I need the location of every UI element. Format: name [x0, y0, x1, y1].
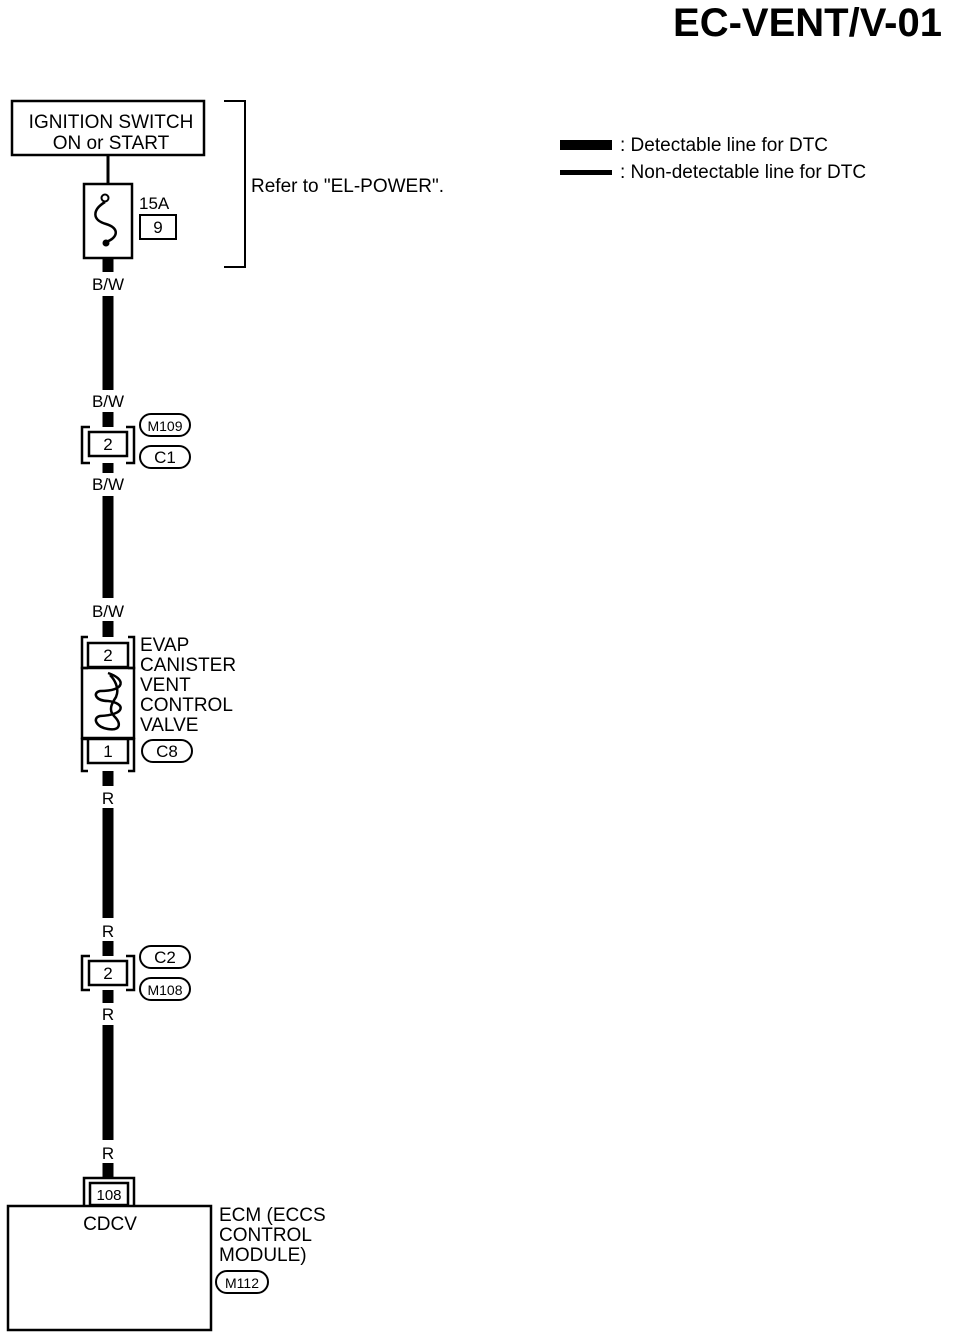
- ecm: 108 CDCV ECM (ECCS CONTROL MODULE) M112: [6, 1176, 326, 1332]
- wire-color-label: B/W: [92, 392, 124, 411]
- wire-color-label: R: [102, 922, 114, 941]
- fuse: 15A 9: [82, 182, 177, 260]
- legend-non-detectable-swatch: [560, 170, 612, 175]
- wire-color-label: B/W: [92, 602, 124, 621]
- valve-name-line: EVAP: [140, 635, 189, 656]
- ecm-box: [6, 1204, 213, 1332]
- connector-lower-code-bottom: M108: [147, 982, 182, 998]
- valve-name-line: CANISTER: [140, 655, 236, 676]
- wire-color-label: B/W: [92, 275, 124, 294]
- refer-bracket: [224, 100, 246, 268]
- ignition-switch-line1: IGNITION SWITCH: [29, 112, 194, 133]
- fuse-element-icon: [94, 200, 117, 244]
- ignition-switch-line2: ON or START: [53, 133, 170, 154]
- connector-upper-pin: 2: [103, 435, 112, 454]
- solenoid-coil-icon: [94, 671, 122, 731]
- ecm-pin: 108: [96, 1187, 121, 1204]
- wire-color-label: R: [102, 789, 114, 808]
- wire-color-label: B/W: [92, 475, 124, 494]
- refer-note: Refer to "EL-POWER".: [251, 176, 444, 197]
- connector-lower-pin: 2: [103, 964, 112, 983]
- ecm-name-line: ECM (ECCS: [219, 1205, 326, 1226]
- valve-pin-top: 2: [103, 646, 112, 665]
- ecm-name-line: CONTROL: [219, 1225, 312, 1246]
- ignition-switch: IGNITION SWITCH ON or START: [10, 99, 206, 157]
- fuse-rating: 15A: [139, 194, 170, 213]
- connector-upper-code-bottom: C1: [154, 448, 176, 467]
- legend-detectable-swatch: [560, 140, 612, 150]
- fuse-number: 9: [153, 218, 162, 237]
- wire-color-label: R: [102, 1005, 114, 1024]
- valve-name-line: VALVE: [140, 715, 198, 736]
- connector-upper: 2 M109 C1: [80, 413, 191, 469]
- ecm-connector-code: M112: [225, 1275, 259, 1291]
- connector-lower-code-top: C2: [154, 948, 176, 967]
- page-title: EC-VENT/V-01: [673, 1, 942, 45]
- connector-upper-code-top: M109: [147, 418, 182, 434]
- ecm-terminal: CDCV: [83, 1214, 137, 1235]
- connector-lower: 2 C2 M108: [80, 945, 191, 1001]
- valve-pin-bottom: 1: [103, 742, 112, 761]
- valve-connector-code: C8: [156, 742, 178, 761]
- evap-vent-valve: 2 1 C8 EVAP CANISTER VENT CONTROL VALVE: [80, 635, 236, 773]
- valve-name-line: CONTROL: [140, 695, 233, 716]
- legend-detectable-label: : Detectable line for DTC: [620, 135, 828, 156]
- wire-color-label: R: [102, 1144, 114, 1163]
- legend-non-detectable-label: : Non-detectable line for DTC: [620, 162, 866, 183]
- legend: : Detectable line for DTC : Non-detectab…: [560, 135, 866, 183]
- valve-name-line: VENT: [140, 675, 191, 696]
- ecm-name-line: MODULE): [219, 1245, 307, 1266]
